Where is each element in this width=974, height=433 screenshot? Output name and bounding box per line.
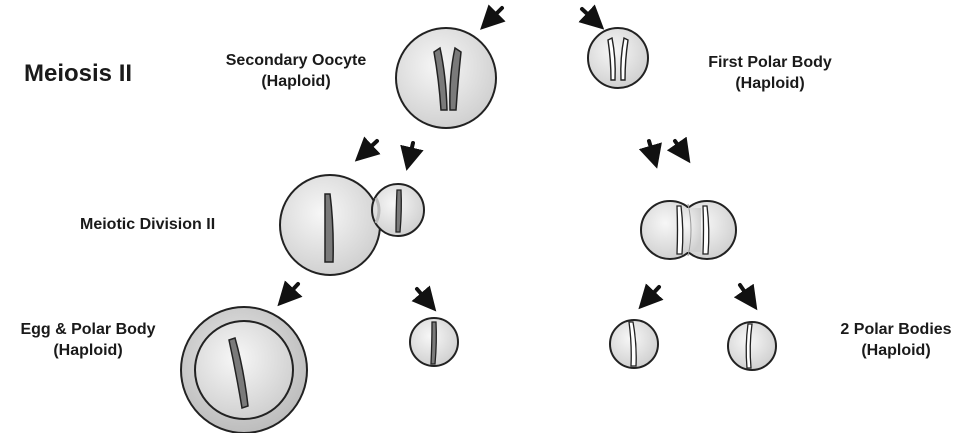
arrow-to-secondary-oocyte (488, 8, 502, 22)
secondary-oocyte-name: Secondary Oocyte (203, 50, 389, 71)
arrow-to-polar-body-1 (646, 287, 659, 301)
two-polar-bodies-label: 2 Polar Bodies (Haploid) (818, 319, 974, 361)
arrow-oocyte-left (363, 141, 377, 154)
arrow-to-first-polar-body (582, 9, 596, 22)
egg-polar-body-name: Egg & Polar Body (0, 319, 176, 340)
arrow-to-egg (285, 284, 298, 298)
polar-chromatid-left (677, 206, 683, 254)
first-polar-body-label: First Polar Body (Haploid) (685, 52, 855, 94)
arrow-to-polar-body-2 (740, 285, 751, 301)
two-polar-bodies-ploidy: (Haploid) (818, 340, 974, 361)
egg-cell (181, 307, 307, 433)
polar-chromatid-right (703, 206, 709, 254)
egg-polar-body-ploidy: (Haploid) (0, 340, 176, 361)
secondary-oocyte-label: Secondary Oocyte (Haploid) (203, 50, 389, 92)
first-polar-body-name: First Polar Body (685, 52, 855, 73)
secondary-oocyte-ploidy: (Haploid) (203, 71, 389, 92)
polar-body-2-cell (728, 322, 776, 370)
egg-polar-body-label: Egg & Polar Body (Haploid) (0, 319, 176, 361)
two-polar-bodies-name: 2 Polar Bodies (818, 319, 974, 340)
meiotic-division-label: Meiotic Division II (80, 214, 215, 235)
bud-chromatid (396, 190, 401, 232)
egg-polar-chromatid (431, 322, 436, 364)
secondary-oocyte-cell (396, 28, 496, 128)
egg-polar-body-cell (410, 318, 458, 366)
diagram-title: Meiosis II (24, 60, 132, 88)
dividing-polar-body-cell (641, 201, 736, 259)
polar-body-1-cell (610, 320, 658, 368)
arrow-to-egg-polar-body (417, 289, 429, 303)
first-polar-body-cell (588, 28, 648, 88)
arrow-oocyte-right (409, 143, 413, 160)
arrow-polar-left (649, 141, 654, 158)
first-polar-body-ploidy: (Haploid) (685, 73, 855, 94)
arrow-polar-right (675, 141, 684, 154)
dividing-oocyte-cell (280, 175, 424, 275)
